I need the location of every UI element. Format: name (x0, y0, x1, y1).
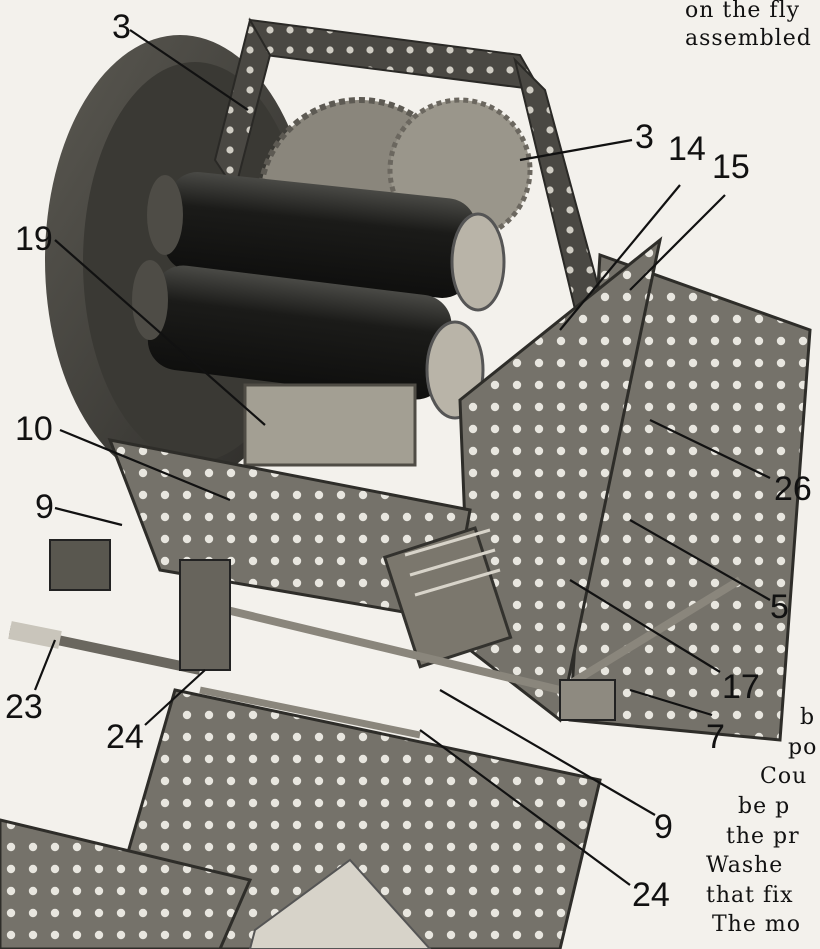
callout-24-right: 24 (632, 876, 670, 914)
text-right-line-8: The mo (712, 912, 801, 937)
callout-17: 17 (722, 668, 760, 706)
bracket-left (179, 559, 231, 671)
callout-9-left: 9 (35, 488, 54, 526)
leader-lines (33, 29, 771, 886)
callout-24-left: 24 (106, 718, 144, 756)
text-top-line-1: on the fly (685, 0, 801, 23)
callout-3-right: 3 (635, 118, 654, 156)
central-block (243, 383, 417, 467)
callout-26: 26 (774, 470, 812, 508)
callout-10: 10 (15, 410, 53, 448)
coupling-left (49, 539, 111, 591)
callout-23: 23 (5, 688, 43, 726)
coupling-right (559, 679, 616, 721)
bottom-light-plate (248, 858, 432, 949)
callout-19: 19 (15, 220, 53, 258)
callout-15: 15 (712, 148, 750, 186)
bottom-left-plate (0, 818, 253, 949)
text-right-line-3: Cou (760, 764, 808, 789)
text-right-line-2: po (788, 735, 818, 760)
text-right-line-5: the pr (726, 824, 800, 849)
callout-3-left: 3 (112, 8, 131, 46)
text-right-line-4: be p (738, 794, 791, 819)
text-right-line-1: b (800, 705, 816, 730)
callout-7: 7 (706, 718, 725, 756)
rods (8, 576, 743, 739)
callout-5: 5 (770, 588, 789, 626)
roller-upper (147, 172, 506, 312)
text-top-line-2: assembled (685, 26, 812, 51)
coil-spring (382, 526, 513, 669)
strip-frame-top (213, 17, 612, 331)
callout-9-right: 9 (654, 808, 673, 846)
text-right-line-6: Washe (706, 853, 784, 878)
text-right-line-7: that fix (706, 883, 794, 908)
callout-14: 14 (668, 130, 706, 168)
